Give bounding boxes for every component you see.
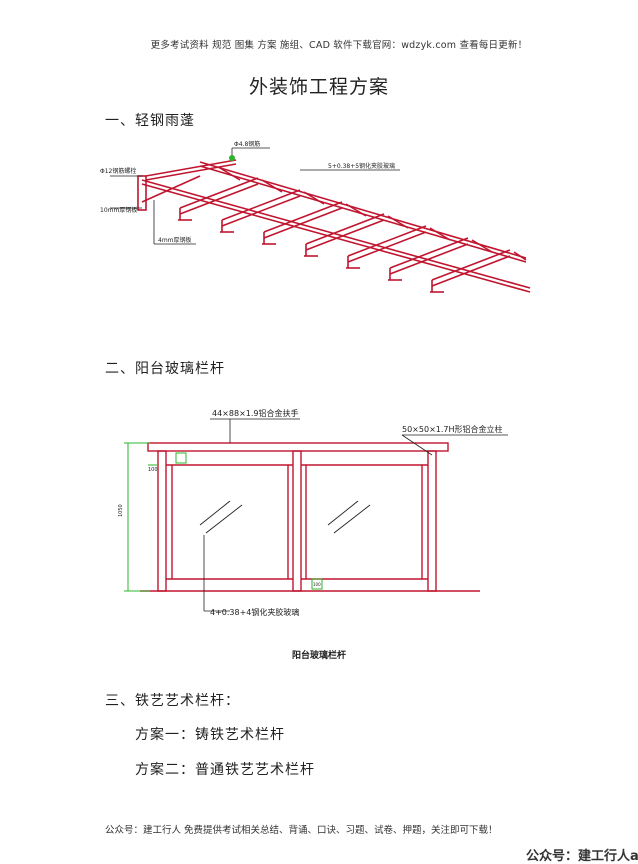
section-heading-canopy: 一、轻钢雨蓬 (105, 113, 195, 129)
railing-dim-height: 1050 (118, 504, 124, 517)
canopy-leaders (110, 147, 400, 245)
canopy-label-plate4: 4mm厚钢板 (158, 236, 192, 244)
railing-leaders (203, 418, 508, 612)
railing-label-glass: 4+0.38+4钢化夹胶玻璃 (210, 607, 299, 617)
canopy-label-plate10: 10mm厚钢板 (100, 206, 137, 214)
top-note: 更多考试资料 规范 图集 方案 施组、CAD 软件下载官网：wdzyk.com … (150, 40, 528, 51)
balcony-railing-drawing: 44×88×1.9铝合金扶手 50×50×1.7H形铝合金立柱 4+0.38+4… (118, 408, 508, 617)
railing-dim-small: 100 (313, 582, 321, 587)
footer-note: 公众号：建工行人 免费提供考试相关总结、背诵、口诀、习题、试卷、押题，关注即可下… (105, 825, 498, 836)
section-heading-iron-railing: 三、铁艺艺术栏杆： (105, 693, 240, 709)
watermark: 公众号：建工行人a (526, 849, 638, 864)
iron-railing-option-2: 方案二：普通铁艺艺术栏杆 (135, 762, 315, 778)
railing-structure (140, 442, 480, 592)
glass-hatch (199, 500, 371, 534)
document-title: 外装饰工程方案 (248, 76, 389, 98)
canopy-label-rod: Φ4.8钢筋 (234, 140, 260, 148)
railing-label-post: 50×50×1.7H形铝合金立柱 (402, 424, 503, 434)
section-heading-balcony: 二、阳台玻璃栏杆 (105, 361, 225, 377)
railing-caption: 阳台玻璃栏杆 (291, 651, 346, 661)
canopy-structure (137, 159, 531, 293)
canopy-label-bolt: Φ12钢筋螺栓 (100, 167, 136, 175)
railing-label-handrail: 44×88×1.9铝合金扶手 (212, 408, 299, 418)
canopy-drawing: Φ4.8钢筋 Φ12钢筋螺栓 10mm厚钢板 4mm厚钢板 5+0.38+5钢化… (100, 140, 531, 293)
rod-marker (229, 155, 235, 161)
railing-dim-100: 100 (148, 467, 158, 473)
railing-dimensions (124, 442, 323, 592)
iron-railing-option-1: 方案一：铸铁艺术栏杆 (135, 727, 285, 743)
canopy-label-glass: 5+0.38+5钢化夹胶玻璃 (328, 162, 395, 170)
